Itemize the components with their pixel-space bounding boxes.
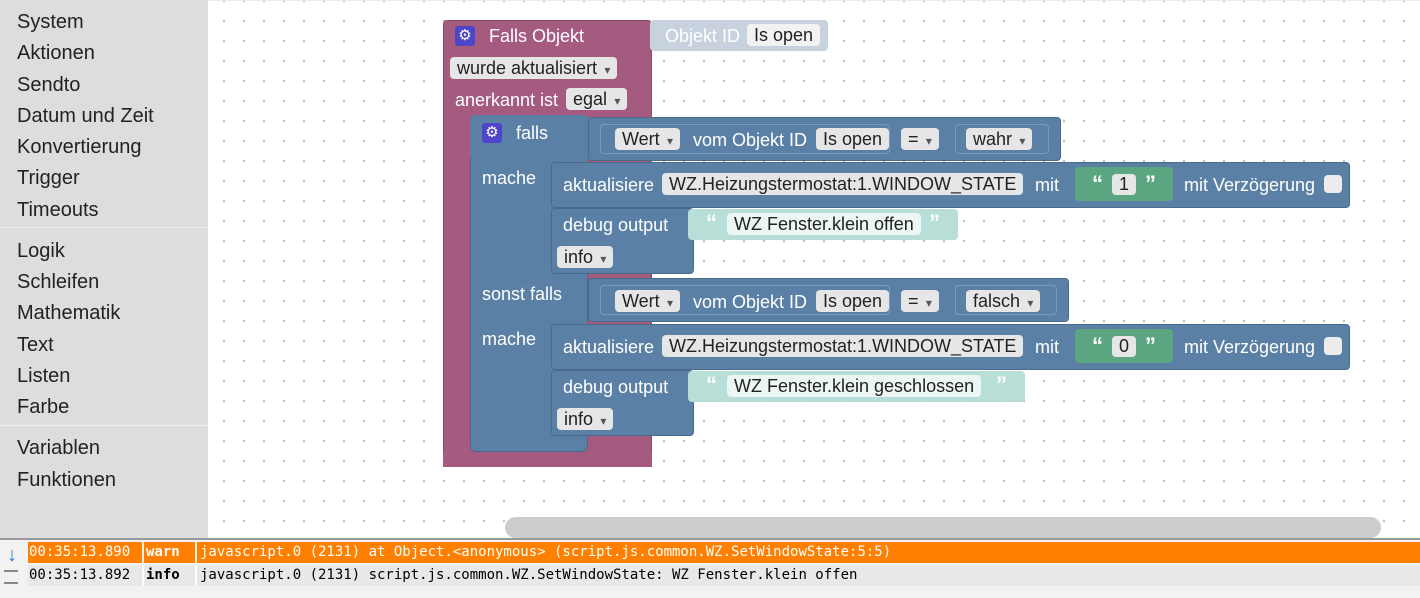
quote-close-icon: ” [1145,333,1156,358]
log-cell-separator [195,542,197,563]
log-time: 00:35:13.892 [29,567,131,583]
quote-open-icon: “ [1092,333,1103,358]
update1-delay-checkbox[interactable] [1324,175,1342,193]
update1-value-field[interactable]: 1 [1112,174,1137,195]
category-konvertierung[interactable]: Konvertierung [17,136,142,158]
log-cell-separator [195,565,197,586]
toolbox-separator [0,425,208,426]
update2-value-field[interactable]: 0 [1112,336,1137,357]
cond2-operator-dropdown[interactable]: = [901,290,939,312]
ack-dropdown[interactable]: egal [566,88,628,110]
log-panel: ↓ 00:35:13.890 warn javascript.0 (2131) … [0,538,1420,598]
debug1-level-dropdown[interactable]: info [557,246,614,268]
cond2-object-field[interactable]: Is open [816,290,890,312]
category-trigger[interactable]: Trigger [17,167,80,189]
debug2-label: debug output [563,377,669,397]
update1-delay-label: mit Verzögerung [1184,175,1316,195]
elseif-label: sonst falls [482,284,563,304]
gear-icon[interactable]: ⚙ [482,123,502,143]
toolbox-separator [0,227,208,228]
object-id-label: Objekt ID [665,26,741,46]
trigger-title: Falls Objekt [489,26,585,46]
log-message: javascript.0 (2131) script.js.common.WZ.… [200,567,858,583]
cond1-of-label: vom Objekt ID [693,130,808,150]
log-row-info: 00:35:13.892 info javascript.0 (2131) sc… [28,565,1420,586]
quote-open-icon: “ [706,372,717,397]
debug1-label: debug output [563,215,669,235]
clear-log-icon[interactable] [4,570,18,584]
debug2-level-dropdown[interactable]: info [557,408,614,430]
debug2-text-field[interactable]: WZ Fenster.klein geschlossen [727,375,982,397]
debug1-text-field[interactable]: WZ Fenster.klein offen [727,213,921,235]
log-cell-separator [142,542,144,563]
category-funktionen[interactable]: Funktionen [17,469,116,491]
event-dropdown[interactable]: wurde aktualisiert [450,57,618,79]
log-message: javascript.0 (2131) at Object.<anonymous… [200,544,892,560]
category-logik[interactable]: Logik [17,240,65,262]
category-farbe[interactable]: Farbe [17,396,70,418]
download-arrow-icon[interactable]: ↓ [7,544,17,566]
do2-label: mache [482,329,537,349]
log-cell-separator [142,565,144,586]
category-variablen[interactable]: Variablen [17,437,101,459]
toolbox-sidebar: System Aktionen Sendto Datum und Zeit Ko… [0,0,208,538]
category-timeouts[interactable]: Timeouts [17,199,99,221]
quote-open-icon: “ [706,210,717,235]
category-datum-und-zeit[interactable]: Datum und Zeit [17,105,154,127]
update1-target-field[interactable]: WZ.Heizungstermostat:1.WINDOW_STATE [662,173,1024,195]
update1-with-label: mit [1035,175,1059,195]
ack-label: anerkannt ist [455,90,559,110]
workspace-horizontal-scrollbar[interactable] [505,517,1381,538]
update2-delay-label: mit Verzögerung [1184,337,1316,357]
object-id-value[interactable]: Is open [747,24,821,46]
quote-open-icon: “ [1092,171,1103,196]
cond1-prop-dropdown[interactable]: Wert [615,128,681,150]
log-time: 00:35:13.890 [29,544,131,560]
gear-icon[interactable]: ⚙ [455,26,475,46]
cond2-value-dropdown[interactable]: falsch [966,290,1041,312]
cond1-object-field[interactable]: Is open [816,128,890,150]
update1-label: aktualisiere [563,175,655,195]
category-sendto[interactable]: Sendto [17,74,81,96]
do-label: mache [482,168,537,188]
log-row-warn: 00:35:13.890 warn javascript.0 (2131) at… [28,542,1420,563]
category-system[interactable]: System [17,11,84,33]
update2-with-label: mit [1035,337,1059,357]
update2-delay-checkbox[interactable] [1324,337,1342,355]
category-aktionen[interactable]: Aktionen [17,42,95,64]
quote-close-icon: ” [929,210,940,235]
log-level: warn [146,544,180,560]
blockly-workspace[interactable] [208,0,1420,539]
update2-target-field[interactable]: WZ.Heizungstermostat:1.WINDOW_STATE [662,335,1024,357]
if-label: falls [516,123,549,143]
category-schleifen[interactable]: Schleifen [17,271,100,293]
trigger-block-footer [443,452,652,467]
category-mathematik[interactable]: Mathematik [17,302,121,324]
quote-close-icon: ” [1145,171,1156,196]
cond1-value-dropdown[interactable]: wahr [966,128,1033,150]
cond1-operator-dropdown[interactable]: = [901,128,939,150]
cond2-prop-dropdown[interactable]: Wert [615,290,681,312]
cond2-of-label: vom Objekt ID [693,292,808,312]
category-text[interactable]: Text [17,334,54,356]
update2-label: aktualisiere [563,337,655,357]
log-level: info [146,567,180,583]
quote-close-icon: ” [996,372,1007,397]
category-listen[interactable]: Listen [17,365,71,387]
